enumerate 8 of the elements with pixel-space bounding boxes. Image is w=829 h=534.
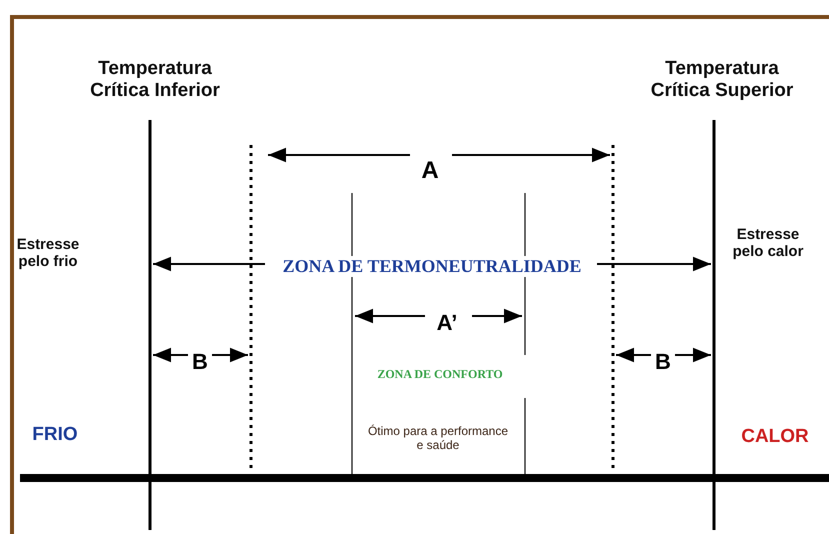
axis-label: Temperatura Crítica Inferior	[89, 58, 221, 102]
note-text: Ótimo para a performance e saúde	[366, 425, 510, 453]
zone-label: FRIO	[31, 424, 79, 446]
zone-label: Estresse pelo frio	[16, 236, 80, 270]
zone-label: CALOR	[740, 426, 810, 448]
zone-label: Estresse pelo calor	[732, 226, 804, 260]
axis-label: Temperatura Crítica Superior	[650, 58, 794, 102]
zone-title: ZONA DE CONFORTO	[376, 368, 504, 382]
